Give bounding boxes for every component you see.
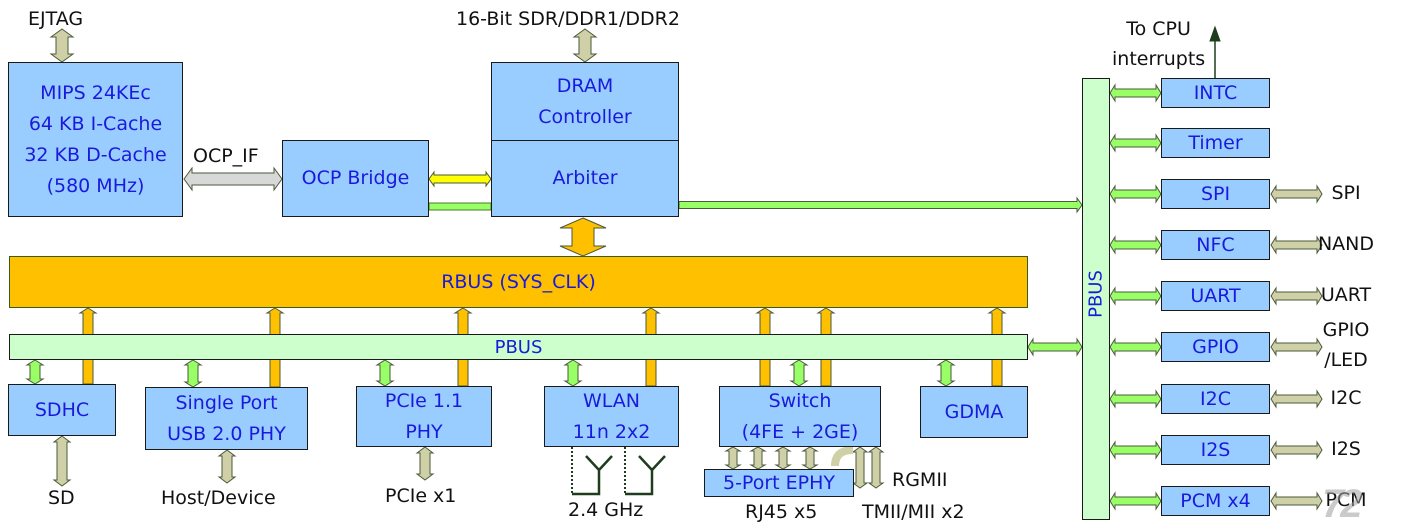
interrupt-arrow-head: [1209, 25, 1221, 42]
gdma-block: GDMA: [920, 386, 1028, 438]
cpu-line: 32 KB D-Cache: [24, 143, 167, 166]
pcie-x1-arrow: [415, 446, 435, 481]
tmii-label: TMII/MII x2: [862, 501, 965, 523]
cpu-line: MIPS 24KEc: [40, 81, 151, 104]
arbiter-pbus-arrow: [678, 196, 1083, 214]
dram-controller-block: DRAM Controller: [491, 62, 679, 141]
dram-interface-label: 16-Bit SDR/DDR1/DDR2: [456, 8, 680, 30]
pbus-downlink-arrow: [25, 359, 45, 385]
usb-phy-block: Single Port USB 2.0 PHY: [145, 387, 308, 450]
antenna-icon: [571, 447, 613, 496]
sd-label: SD: [48, 487, 75, 509]
dram-interface-arrow: [572, 28, 598, 63]
rj45-label: RJ45 x5: [745, 501, 818, 523]
peripheral-block: Timer: [1161, 128, 1270, 158]
peripheral-external-label: GPIO /LED: [1322, 319, 1370, 371]
peripheral-external-arrow: [1270, 286, 1323, 306]
ephy-block: 5-Port EPHY: [704, 469, 854, 497]
peripheral-block: GPIO: [1161, 332, 1270, 362]
pbus-peripheral-arrow: [1109, 389, 1162, 409]
pbus-peripheral-arrow: [1109, 235, 1162, 255]
wlan-block: WLAN 11n 2x2: [544, 386, 679, 447]
cpu-line: 64 KB I-Cache: [28, 112, 163, 135]
antenna-icon: [624, 447, 666, 496]
pbus-horizontal: PBUS: [9, 334, 1028, 360]
peripheral-external-arrow: [1270, 389, 1323, 409]
peripheral-block: PCM x4: [1161, 486, 1270, 516]
arbiter-block: Arbiter: [491, 140, 679, 217]
sdhc-block: SDHC: [8, 384, 116, 436]
switch-ephy-arrow: [724, 446, 742, 470]
peripheral-external-label: UART: [1320, 284, 1372, 306]
peripheral-external-label: I2S: [1331, 438, 1361, 460]
cpu-line: (580 MHz): [46, 174, 145, 197]
rbus: RBUS (SYS_CLK): [9, 256, 1028, 308]
cpu-block: MIPS 24KEc 64 KB I-Cache 32 KB D-Cache (…: [8, 62, 183, 217]
peripheral-external-label: SPI: [1331, 182, 1361, 204]
peripheral-block: INTC: [1161, 78, 1270, 108]
peripheral-block: I2S: [1161, 435, 1270, 465]
peripheral-external-label: PCM: [1325, 489, 1367, 511]
pbus-vertical: PBUS: [1082, 78, 1110, 520]
pbus-vertical-label: PBUS: [1085, 270, 1107, 318]
to-cpu-interrupts-label: To CPU interrupts: [1112, 18, 1206, 70]
switch-ephy-curved-arrow: [831, 446, 854, 467]
ghz-label: 2.4 GHz: [568, 499, 644, 521]
pbus-peripheral-arrow: [1109, 133, 1162, 153]
pbus-downlink-arrow: [789, 359, 809, 387]
rgmii-label: RGMII: [892, 469, 948, 491]
ocp-green-link: [428, 202, 492, 211]
ejtag-label: EJTAG: [28, 8, 84, 30]
pbus-peripheral-arrow: [1109, 286, 1162, 306]
peripheral-external-arrow: [1270, 184, 1323, 204]
pbus-peripheral-arrow: [1109, 440, 1162, 460]
rgmii-arrow: [851, 446, 869, 489]
switch-block: Switch (4FE + 2GE): [719, 386, 881, 447]
peripheral-block: UART: [1161, 281, 1270, 311]
pbus-downlink-arrow: [375, 359, 395, 387]
watermark-logo: 72: [1322, 482, 1362, 526]
peripheral-block: SPI: [1161, 179, 1270, 209]
pbus-downlink-arrow: [563, 359, 583, 387]
usb-host-arrow: [217, 449, 237, 484]
ocp-if-label: OCP_IF: [193, 145, 259, 167]
pbus-downlink-arrow: [936, 359, 956, 387]
sd-arrow: [52, 435, 72, 487]
pbus-peripheral-arrow: [1109, 491, 1162, 511]
pbus-peripheral-arrow: [1109, 83, 1162, 103]
switch-ephy-arrow: [801, 446, 819, 470]
peripheral-external-label: NAND: [1317, 233, 1375, 255]
pbus-peripheral-arrow: [1109, 337, 1162, 357]
pcie-x1-label: PCIe x1: [385, 485, 457, 507]
pcie-phy-block: PCIe 1.1 PHY: [356, 386, 492, 447]
peripheral-external-arrow: [1270, 440, 1323, 460]
peripheral-external-arrow: [1270, 337, 1323, 357]
switch-ephy-arrow: [774, 446, 792, 470]
peripheral-block: NFC: [1161, 230, 1270, 260]
arbiter-rbus-arrow: [559, 217, 607, 257]
ejtag-arrow: [49, 28, 75, 63]
peripheral-block: I2C: [1161, 384, 1270, 414]
peripheral-external-arrow: [1270, 491, 1323, 511]
ocp-bridge-block: OCP Bridge: [282, 140, 429, 217]
switch-ephy-arrow: [749, 446, 767, 470]
pbus-bridge-arrow: [1027, 337, 1083, 357]
pbus-downlink-arrow: [183, 359, 203, 388]
ocp-if-arrow: [183, 166, 283, 192]
host-device-label: Host/Device: [161, 487, 276, 509]
peripheral-external-arrow: [1270, 235, 1323, 255]
pbus-peripheral-arrow: [1109, 184, 1162, 204]
ocp-arbiter-arrow: [428, 170, 492, 188]
peripheral-external-label: I2C: [1330, 387, 1362, 409]
tmii-arrow: [867, 446, 885, 489]
